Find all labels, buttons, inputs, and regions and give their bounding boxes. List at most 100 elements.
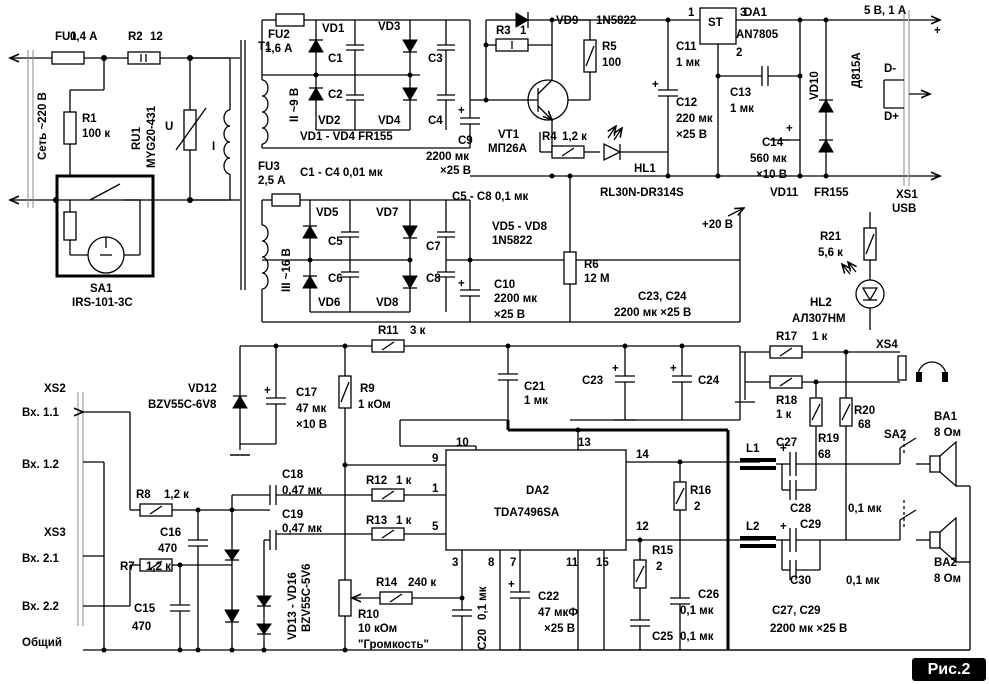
svg-text:C10: C10: [494, 279, 515, 291]
svg-text:0,1 мк: 0,1 мк: [477, 586, 489, 620]
svg-text:C7: C7: [426, 241, 441, 253]
svg-text:SA1: SA1: [90, 283, 113, 295]
svg-text:1,2 к: 1,2 к: [146, 561, 171, 573]
svg-text:R11: R11: [378, 325, 399, 337]
transistor-vt1: VT1 МП26А: [486, 79, 569, 155]
svg-text:C17: C17: [296, 387, 317, 399]
output-filter-l2: L2 + C29 C30 0,1 мк C27, C29 2200 мк ×25…: [740, 519, 880, 635]
svg-text:10 кОм: 10 кОм: [358, 623, 397, 635]
svg-text:2: 2: [656, 561, 662, 573]
svg-text:C25: C25: [652, 631, 674, 643]
resistor-r4: R4 1,2 к: [539, 131, 600, 159]
svg-text:C21: C21: [524, 381, 546, 393]
svg-text:AN7805: AN7805: [736, 29, 779, 41]
svg-text:C12: C12: [676, 97, 697, 109]
svg-text:L2: L2: [746, 521, 759, 533]
svg-text:R2: R2: [128, 31, 143, 43]
svg-text:+: +: [780, 521, 787, 533]
svg-text:R5: R5: [602, 41, 617, 53]
svg-text:XS1: XS1: [896, 189, 918, 201]
resistor-r6: R6 12 М: [563, 173, 610, 322]
svg-text:470: 470: [132, 621, 151, 633]
svg-text:C19: C19: [282, 509, 303, 521]
led-hl1: HL1 RL30N-DR314S: [600, 126, 684, 199]
svg-text:R13: R13: [366, 515, 387, 527]
winding-2-label: II ~9 В: [289, 88, 301, 122]
capacitor-c14: C14 560 мк ×10 В +: [750, 123, 800, 181]
svg-text:×25 В: ×25 В: [494, 309, 525, 321]
svg-text:1 к: 1 к: [776, 409, 792, 421]
svg-text:220 мк: 220 мк: [676, 113, 713, 125]
svg-text:XS2: XS2: [44, 383, 66, 395]
svg-text:0,1 мк: 0,1 мк: [680, 605, 714, 617]
svg-text:R21: R21: [820, 231, 842, 243]
svg-text:"Громкость": "Громкость": [358, 639, 429, 651]
svg-text:R10: R10: [358, 609, 379, 621]
svg-text:FU2: FU2: [268, 29, 290, 41]
fuse-fu1: FU1 0,4 А: [51, 31, 98, 65]
svg-text:C4: C4: [428, 115, 443, 127]
svg-text:I: I: [212, 141, 215, 153]
svg-text:C28: C28: [790, 503, 812, 515]
svg-text:BZV55C-6V8: BZV55C-6V8: [148, 399, 217, 411]
svg-text:1N5822: 1N5822: [492, 235, 532, 247]
svg-text:5: 5: [432, 521, 439, 533]
svg-text:+: +: [786, 123, 793, 135]
svg-text:2200 мк: 2200 мк: [494, 293, 537, 305]
speaker-outputs: SA2 BA1 8 Ом BA2 8 Ом: [815, 411, 971, 650]
svg-text:0,1 мк: 0,1 мк: [846, 575, 880, 587]
svg-text:C13: C13: [730, 87, 751, 99]
svg-text:+20 В: +20 В: [702, 219, 733, 231]
svg-text:FR155: FR155: [814, 187, 849, 199]
svg-text:1,2 к: 1,2 к: [164, 489, 189, 501]
mains-label: Сеть ~220 В: [37, 92, 49, 160]
resistor-r11: R11 3 к: [371, 325, 426, 353]
svg-text:R20: R20: [854, 405, 875, 417]
diode-vd9: VD9 1N5822: [485, 12, 636, 100]
svg-text:C18: C18: [282, 469, 304, 481]
svg-text:470: 470: [158, 543, 177, 555]
svg-text:68: 68: [818, 449, 831, 461]
vd1-vd4-note: VD1 - VD4 FR155: [300, 131, 393, 143]
svg-text:DA1: DA1: [744, 7, 768, 19]
svg-text:R12: R12: [366, 475, 387, 487]
svg-text:47 мкФ: 47 мкФ: [538, 607, 578, 619]
svg-text:C6: C6: [328, 273, 343, 285]
svg-text:HL1: HL1: [634, 163, 656, 175]
svg-text:+: +: [652, 79, 659, 91]
varistor-ru1: RU1 MYG20-431 U: [131, 58, 207, 200]
svg-text:0,47 мк: 0,47 мк: [282, 523, 322, 535]
resistor-r3: R3 1: [483, 17, 555, 80]
svg-text:D+: D+: [884, 111, 899, 123]
c1-c4-note: C1 - C4 0,01 мк: [300, 167, 383, 179]
bridge-2: FU3 2,5 А VD5 C5 C6 VD6 VD7 C7 C8 VD8 C5…: [258, 161, 740, 323]
svg-text:C16: C16: [160, 527, 181, 539]
zeners-vd13-vd16: VD13 - VD16 BZV55C-5V6: [224, 495, 313, 653]
svg-text:+: +: [508, 579, 515, 591]
output-filter-l1: L1 + C27 C28 0,1 мк: [740, 437, 882, 515]
led-hl2: R21 5,6 к HL2 АЛ307НМ: [792, 212, 885, 330]
svg-text:BA2: BA2: [934, 557, 957, 569]
svg-text:8 Ом: 8 Ом: [934, 427, 961, 439]
svg-text:АЛ307НМ: АЛ307НМ: [792, 313, 846, 325]
svg-text:VD7: VD7: [376, 207, 398, 219]
svg-text:9: 9: [432, 453, 438, 465]
capacitor-c11: + C11 1 мк C12 220 мк ×25 В: [652, 20, 713, 176]
svg-text:C23, C24: C23, C24: [638, 291, 687, 303]
zobel-r15-c25: R15 2 C25: [626, 537, 760, 650]
svg-text:C22: C22: [538, 591, 559, 603]
svg-text:C20: C20: [477, 629, 489, 650]
svg-text:VD6: VD6: [318, 297, 340, 309]
svg-text:1,2 к: 1,2 к: [562, 131, 587, 143]
svg-text:L1: L1: [746, 443, 760, 455]
svg-text:R8: R8: [136, 489, 151, 501]
svg-text:R1: R1: [82, 113, 97, 125]
svg-text:1: 1: [520, 25, 527, 37]
resistor-r1: R1 100 к: [63, 58, 110, 175]
svg-text:C23: C23: [582, 375, 603, 387]
svg-text:240 к: 240 к: [408, 577, 436, 589]
svg-text:1,6 А: 1,6 А: [265, 43, 293, 55]
svg-text:VD5 - VD8: VD5 - VD8: [492, 221, 548, 233]
mains-input: Сеть ~220 В: [10, 50, 240, 208]
svg-text:1 к: 1 к: [396, 475, 412, 487]
